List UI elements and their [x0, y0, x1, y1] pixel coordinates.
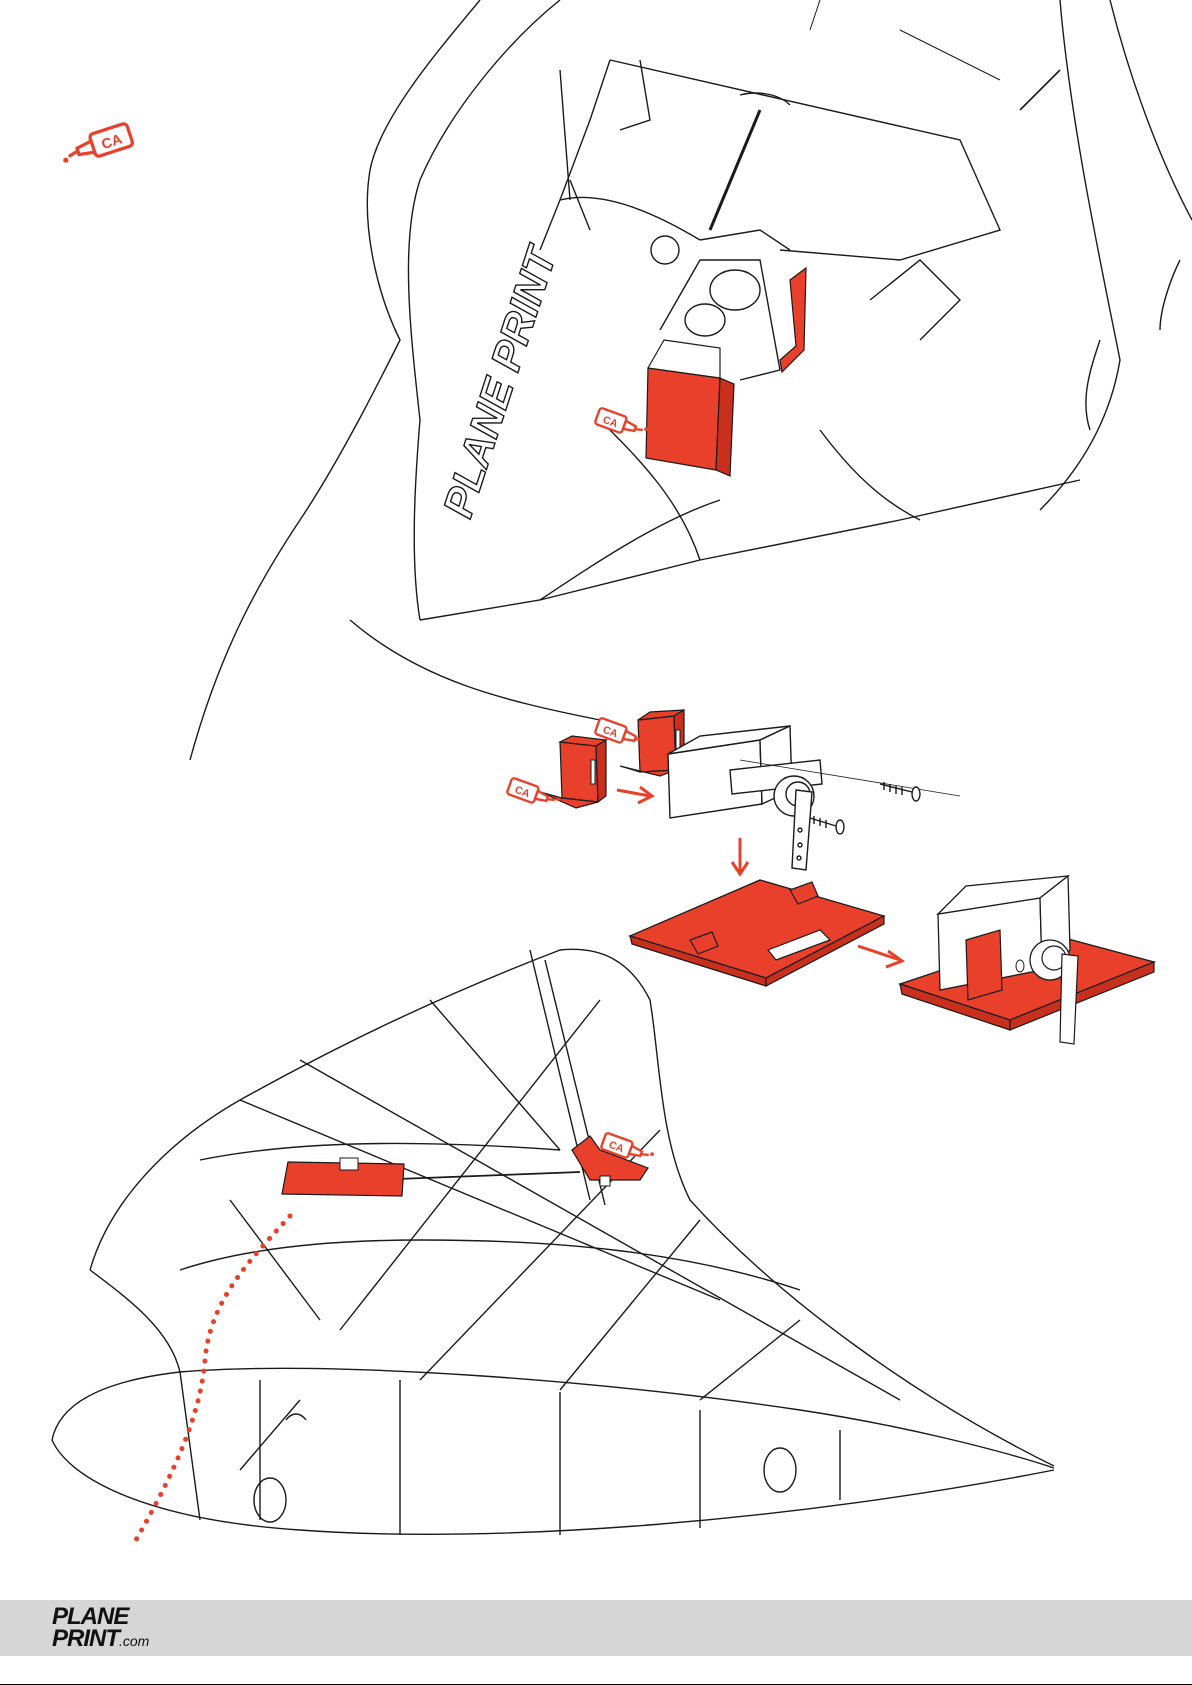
servo-mount-installed — [646, 268, 806, 476]
fin-servo-plate — [282, 1158, 404, 1196]
footer-bar — [0, 1600, 1192, 1656]
logo-suffix: .com — [119, 1633, 149, 1649]
glue-bottle-icon: CA — [58, 123, 133, 167]
arrow-right-icon — [858, 946, 902, 967]
glue-bottle-icon: CA — [507, 777, 562, 811]
fuselage-wordmark: PLANE PRINT — [434, 239, 566, 523]
servo-assembled — [900, 876, 1154, 1044]
arrow-right-icon — [617, 787, 652, 803]
tail-fin-drawing — [52, 949, 1054, 1535]
logo-line-2: PRINT.com — [52, 1628, 149, 1652]
glue-bottle-icon: CA — [595, 407, 650, 441]
servo-tray — [630, 880, 884, 986]
screw-icon — [810, 782, 920, 834]
logo-line-2-text: PRINT — [52, 1625, 119, 1652]
planeprint-logo: PLANE PRINT.com — [52, 1606, 149, 1654]
arrow-down-icon — [732, 838, 748, 874]
servo-wire-route — [136, 1216, 290, 1540]
servo-bracket-left — [540, 736, 606, 808]
